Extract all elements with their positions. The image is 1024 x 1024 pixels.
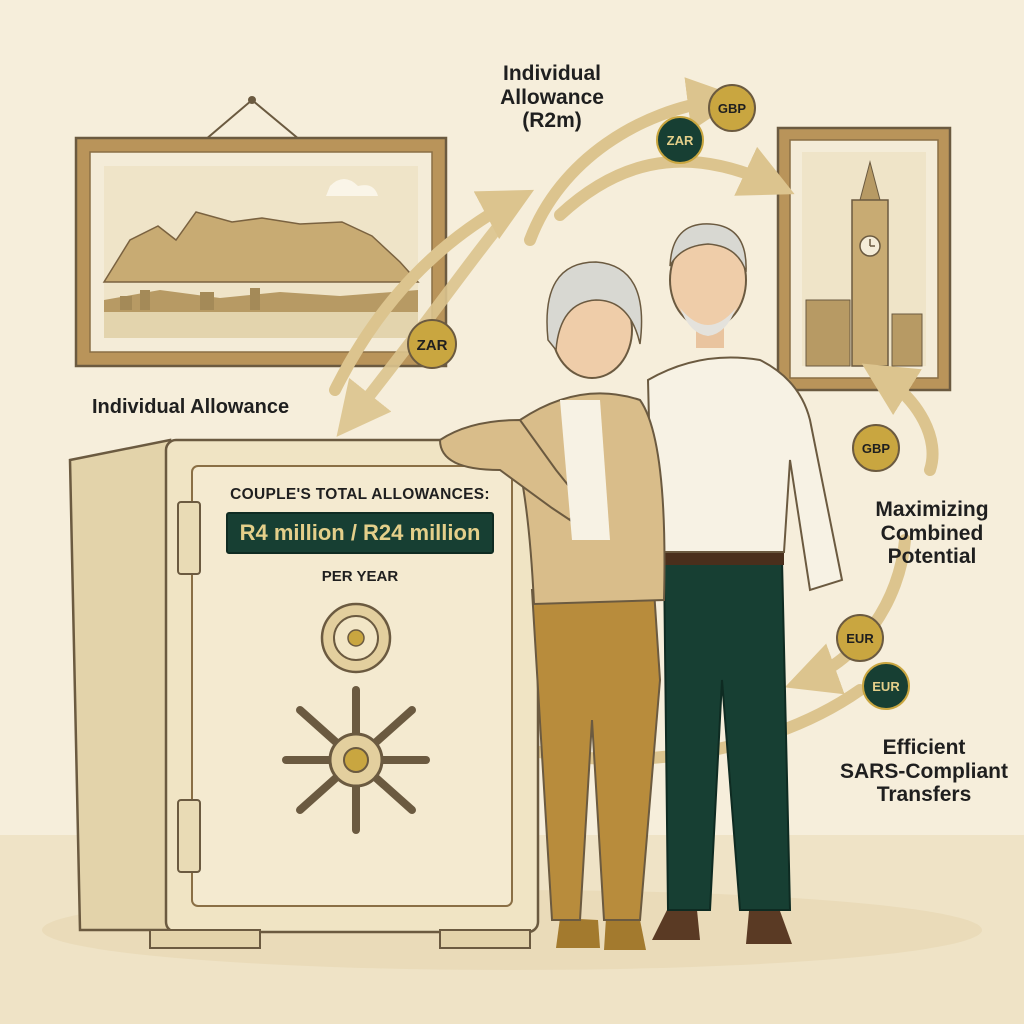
combination-dial xyxy=(320,602,392,674)
svg-text:ZAR: ZAR xyxy=(417,337,448,354)
safe-amount-badge: R4 million / R24 million xyxy=(225,512,495,554)
label-individual-allowance: Individual Allowance xyxy=(92,396,290,418)
coin-gbp-top: GBP xyxy=(708,84,756,132)
label-line: Maximizing xyxy=(875,498,989,521)
label-line: Allowance xyxy=(500,85,604,109)
woman-figure xyxy=(438,261,666,950)
label-individual-allowance-r2m: Individual Allowance (R2m) xyxy=(452,62,652,133)
coin-gbp-right: GBP xyxy=(852,424,900,472)
cape-town-painting xyxy=(74,96,448,368)
safe-panel: COUPLE'S TOTAL ALLOWANCES: R4 million / … xyxy=(214,486,506,585)
safe-heading: COUPLE'S TOTAL ALLOWANCES: xyxy=(230,486,490,503)
london-painting xyxy=(776,126,952,392)
label-line: (R2m) xyxy=(522,109,582,133)
svg-text:ZAR: ZAR xyxy=(667,133,694,148)
label-efficient-transfers: Efficient SARS-Compliant Transfers xyxy=(836,736,1012,807)
svg-text:GBP: GBP xyxy=(862,441,891,456)
label-line: Efficient xyxy=(882,736,966,759)
label-maximizing-combined-potential: Maximizing Combined Potential xyxy=(852,498,1012,569)
label-line: SARS-Compliant xyxy=(840,759,1008,783)
label-line: Transfers xyxy=(876,783,972,807)
svg-text:EUR: EUR xyxy=(872,679,900,694)
label-line: Individual xyxy=(502,62,601,85)
coin-zar-left: ZAR xyxy=(407,319,457,369)
label-line: Combined xyxy=(880,521,984,545)
label-line: Potential xyxy=(887,545,977,569)
safe-vault xyxy=(68,438,540,949)
coin-zar-top: ZAR xyxy=(656,116,704,164)
svg-text:GBP: GBP xyxy=(718,101,747,116)
man-figure xyxy=(646,223,844,944)
safe-wheel-handle xyxy=(282,686,430,834)
coin-eur-green: EUR xyxy=(862,662,910,710)
safe-subheading: PER YEAR xyxy=(321,568,399,585)
coin-eur-gold: EUR xyxy=(836,614,884,662)
svg-text:EUR: EUR xyxy=(846,631,874,646)
